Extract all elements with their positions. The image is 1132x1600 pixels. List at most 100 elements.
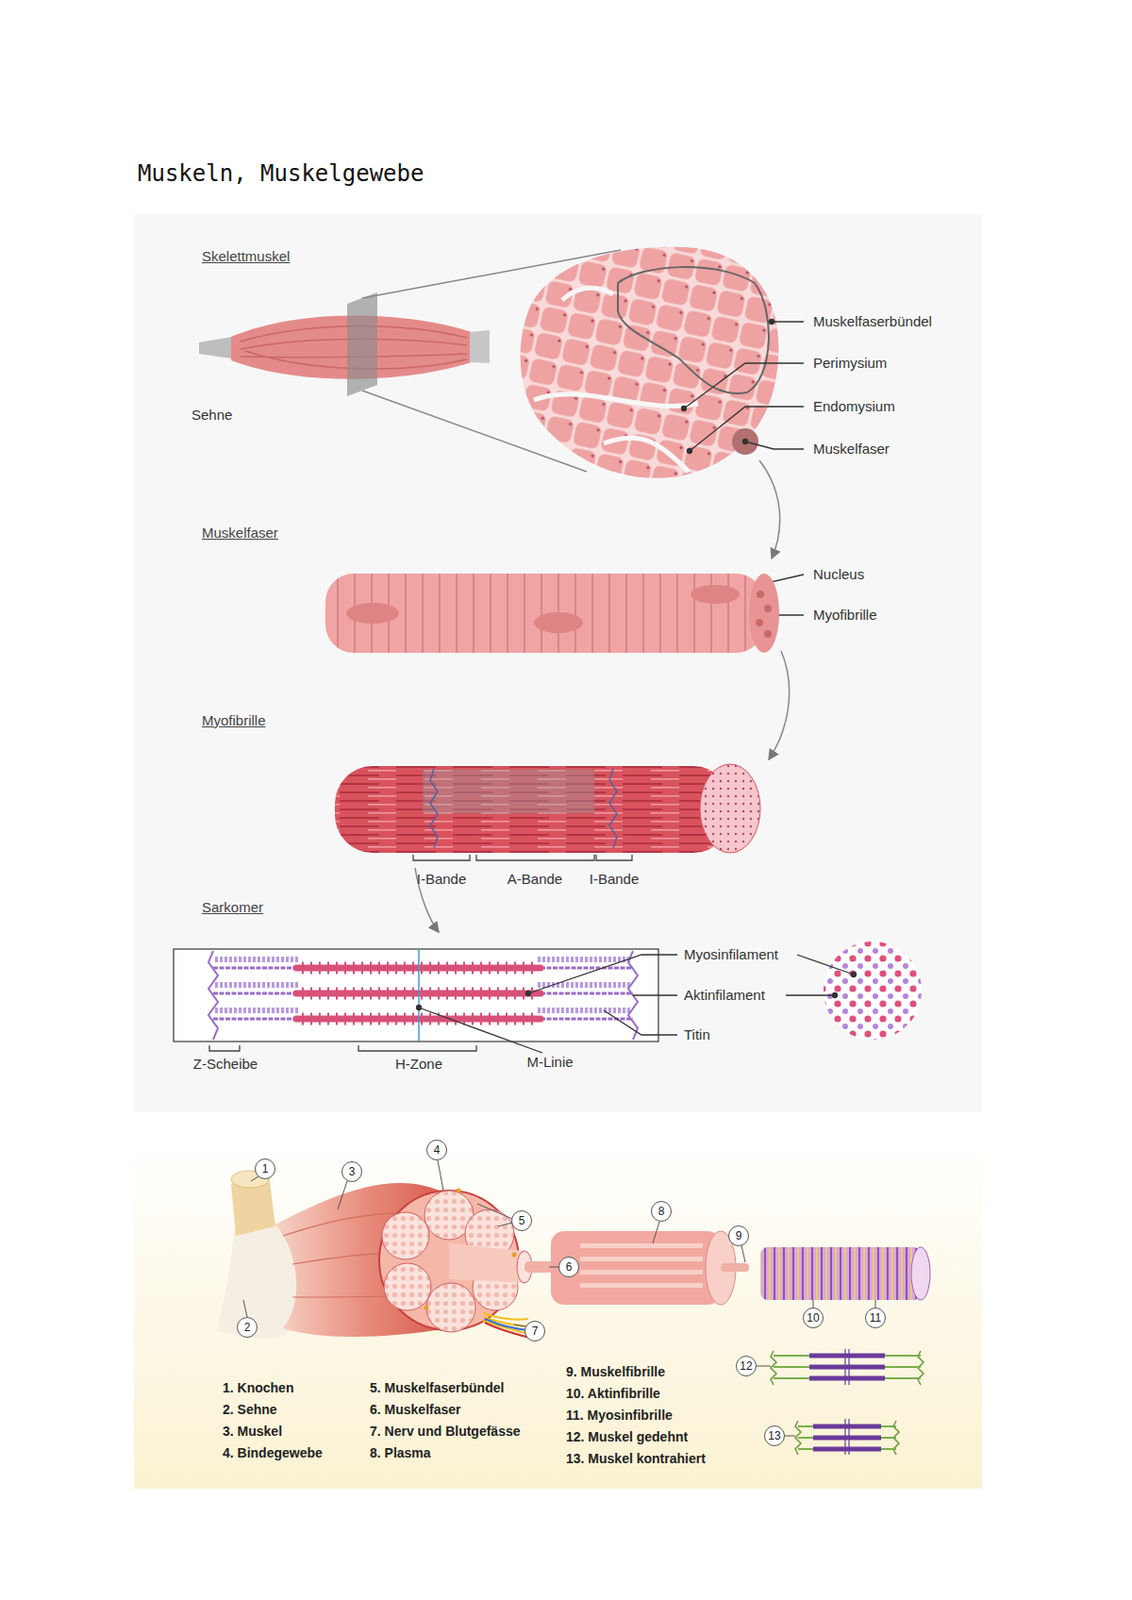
- sarcomere: [213, 959, 633, 968]
- muscle-overview: [426, 1282, 476, 1332]
- page-title: Muskeln, Muskelgewebe: [137, 160, 424, 187]
- leader-line: [418, 1007, 543, 1053]
- callout-number: 9: [728, 1225, 750, 1247]
- key-entry: 8. Plasma: [369, 1444, 432, 1462]
- leader-line: [682, 406, 687, 412]
- callout-number: 2: [236, 1316, 258, 1338]
- leader-line: [689, 406, 804, 451]
- sarcomere-states: [845, 1418, 849, 1455]
- part-label: Nucleus: [813, 566, 865, 583]
- part-label: Myofibrille: [813, 606, 878, 624]
- sarcomere-states: [845, 1348, 849, 1385]
- muscle-overview: [456, 1188, 462, 1194]
- leader-line: [437, 1160, 444, 1191]
- muscle-overview: [216, 1170, 559, 1339]
- leader-line: [528, 954, 678, 994]
- fiber-detail: [580, 1269, 703, 1275]
- muscle-overview: [383, 1263, 432, 1311]
- part-label: Perimysium: [813, 354, 887, 372]
- zone-label: Z-Scheibe: [193, 1055, 258, 1073]
- leader-line: [337, 1181, 348, 1210]
- leader-line: [514, 1324, 526, 1327]
- muscle-overview: [424, 1305, 430, 1311]
- muscle-fiber: [533, 612, 583, 633]
- zone-label: M-Linie: [526, 1053, 573, 1071]
- callout-text: 5: [518, 1215, 526, 1227]
- muscle-cross-section: [520, 247, 780, 479]
- fiber-detail: [580, 1243, 703, 1249]
- sarcomere: [209, 1045, 477, 1051]
- muscle-overview: [484, 1318, 531, 1331]
- part-label: Muskelfaser: [813, 440, 890, 458]
- callout-text: 7: [532, 1325, 539, 1337]
- key-entry: 10. Aktinfibrille: [566, 1384, 661, 1402]
- band-label: A-Bande: [507, 870, 563, 888]
- callout-text: 3: [349, 1165, 356, 1178]
- leader-line: [784, 1435, 796, 1437]
- leader-line: [743, 439, 749, 445]
- callout-text: 6: [566, 1261, 573, 1273]
- muscle-fiber: [749, 573, 780, 653]
- panel-background: [133, 1132, 983, 1489]
- zone-label: H-Zone: [395, 1055, 443, 1073]
- leader-line: [851, 972, 857, 978]
- panel-background: [133, 214, 983, 1489]
- fiber-detail: [911, 1247, 931, 1300]
- callout-number: 6: [558, 1256, 580, 1278]
- callout-number: 11: [865, 1307, 886, 1329]
- key-entry: 6. Muskelfaser: [369, 1400, 462, 1418]
- muscle-overview: [512, 1252, 517, 1258]
- section-heading: Sarkomer: [201, 898, 264, 916]
- leader-line: [632, 994, 678, 996]
- callout-number: 12: [735, 1355, 757, 1377]
- fiber-detail: [580, 1282, 703, 1288]
- part-label: Aktinfilament: [683, 986, 766, 1004]
- callout-text: 12: [739, 1360, 752, 1372]
- myofibril: [422, 769, 595, 814]
- leader-line: [603, 1010, 678, 1035]
- leader-line: [687, 449, 693, 454]
- myofibril: [430, 768, 617, 849]
- section-heading: Myofibrille: [201, 712, 267, 730]
- sarcomere: [213, 984, 633, 994]
- key-entry: 7. Nerv und Blutgefässe: [369, 1422, 521, 1440]
- section-heading: Skelettmuskel: [201, 248, 290, 266]
- key-entry: 12. Muskel gedehnt: [566, 1428, 688, 1446]
- leader-line: [832, 993, 838, 999]
- muscle-fiber: [764, 630, 772, 638]
- leader-line: [813, 1299, 815, 1308]
- key-entry: 4. Bindegewebe: [222, 1444, 323, 1462]
- myofibril: [699, 764, 761, 853]
- leader-line: [243, 1160, 876, 1436]
- callout-number: 7: [524, 1320, 546, 1342]
- leader-line: [741, 1245, 746, 1263]
- key-entry: 9. Muskelfibrille: [566, 1363, 666, 1381]
- section-heading: Muskelfaser: [201, 524, 279, 542]
- myofibril: [334, 765, 732, 853]
- callout-text: 9: [735, 1230, 743, 1242]
- callout-number: 8: [650, 1200, 672, 1222]
- part-label: Myosinfilament: [683, 946, 779, 964]
- key-entry: 3. Muskel: [222, 1422, 283, 1440]
- muscle-fiber: [756, 590, 765, 599]
- muscle-cross-section: [617, 266, 769, 394]
- leader-line: [477, 1203, 513, 1227]
- callout-text: 2: [244, 1321, 251, 1333]
- leader-line: [769, 319, 775, 325]
- part-label: Endomysium: [813, 398, 896, 416]
- part-label: Titin: [683, 1026, 711, 1044]
- leader-line: [416, 954, 857, 1053]
- myofibril: [334, 764, 761, 861]
- skeletal-muscle: [469, 330, 490, 364]
- callout-text: 10: [806, 1312, 819, 1324]
- sarcomere: [823, 941, 922, 1040]
- callout-number: 5: [511, 1210, 533, 1232]
- sarcomere: [213, 1010, 633, 1019]
- callout-text: 1: [262, 1163, 269, 1175]
- sarcomere-states: [798, 1426, 897, 1449]
- sarcomere: [173, 941, 922, 1051]
- sarcomere-states: [809, 1355, 885, 1379]
